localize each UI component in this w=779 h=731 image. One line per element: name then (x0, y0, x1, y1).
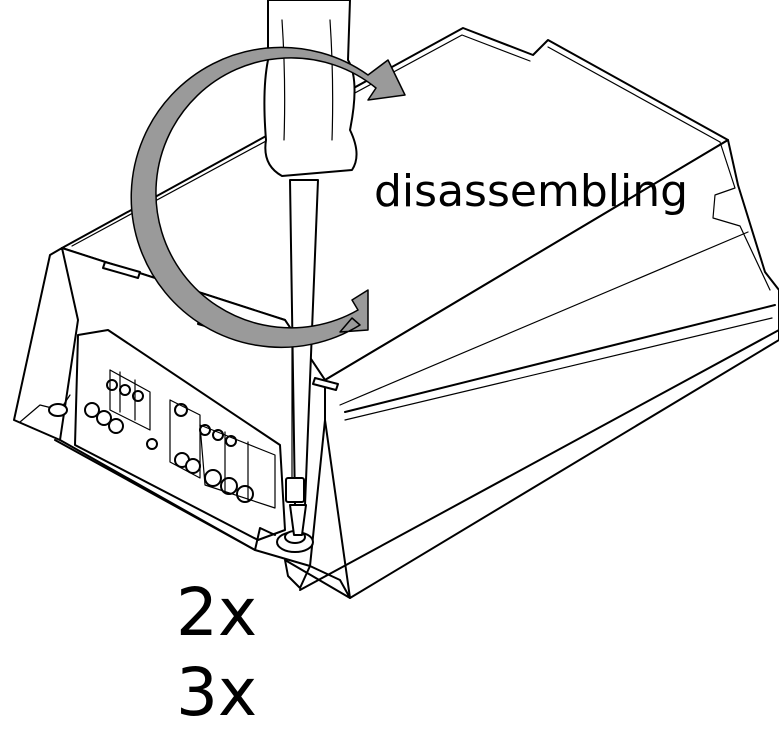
vent-slot (102, 261, 141, 279)
connector-group-right (199, 424, 276, 509)
screw-count-label: 2x (176, 574, 258, 651)
housing-lower-edge (344, 304, 776, 413)
rotation-arrow-icon (130, 46, 406, 349)
screw-terminal (212, 429, 224, 441)
vent-slot (312, 377, 339, 391)
screwdriver-handle (263, 0, 358, 177)
housing-top-rim (71, 34, 531, 247)
housing-right-edge (712, 141, 771, 291)
connector-hole (204, 469, 222, 487)
screwdriver-tip (289, 504, 307, 536)
rotation-arrow-body (130, 46, 406, 349)
housing (13, 27, 779, 599)
connector-hole (108, 418, 124, 434)
connector-group-left (84, 369, 151, 434)
housing-top-rim (547, 46, 721, 143)
housing-lower-edge (344, 317, 773, 421)
housing-left-side (13, 247, 79, 441)
shaft-grip-band (285, 477, 305, 503)
housing-lower-edge (339, 231, 749, 406)
connector-group-middle (146, 399, 201, 479)
left-screw-head (48, 403, 68, 417)
connector-ridges (169, 399, 201, 479)
handle-contour (281, 19, 334, 141)
screw-terminal (119, 384, 131, 396)
connector-hole (84, 402, 100, 418)
flange-edge (299, 329, 779, 591)
screw-count-label: 3x (176, 654, 258, 731)
connector-ridges (109, 369, 151, 431)
connector-hole (96, 410, 112, 426)
screw-terminal (106, 379, 118, 391)
test-point (146, 438, 158, 450)
terminal-block-base (54, 439, 276, 551)
connector-ridges (199, 424, 276, 509)
instruction-label: disassembling (374, 166, 689, 217)
terminal-block (54, 329, 286, 551)
connector-hole (236, 485, 254, 503)
connector-hole (185, 458, 201, 474)
mounting-flange-right (284, 559, 351, 599)
